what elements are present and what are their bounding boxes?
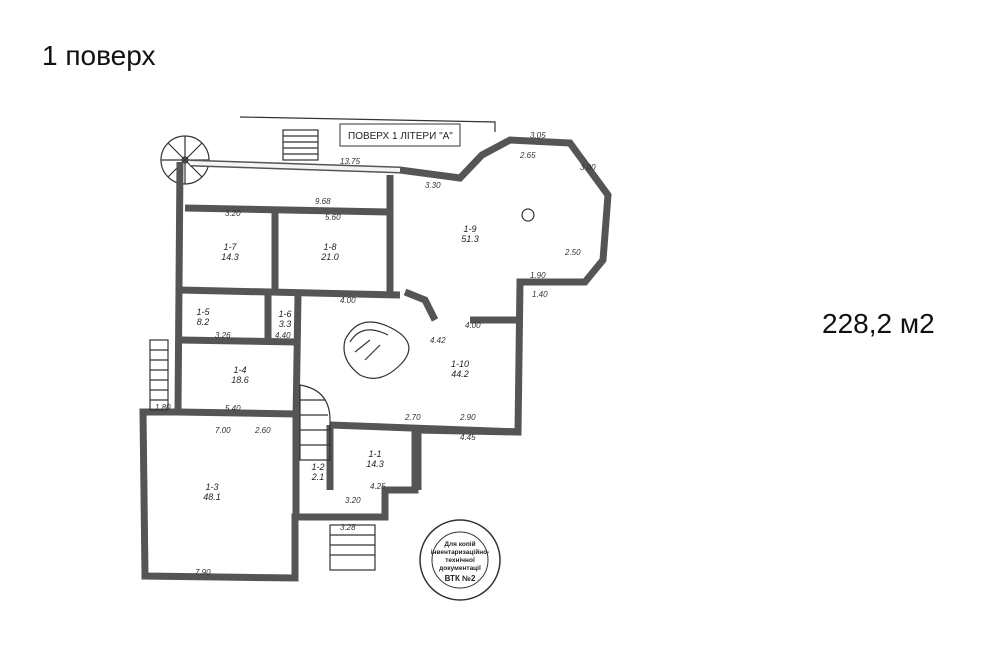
spiral-stair-center-icon — [343, 321, 410, 379]
column-icon — [521, 208, 535, 222]
svg-text:1.40: 1.40 — [532, 290, 548, 299]
svg-text:4.42: 4.42 — [430, 336, 446, 345]
svg-text:4.00: 4.00 — [465, 321, 481, 330]
svg-text:інвентаризаційно-: інвентаризаційно- — [431, 548, 490, 556]
svg-text:документації: документації — [439, 564, 481, 572]
room-area: 14.3 — [366, 459, 384, 469]
svg-text:3.20: 3.20 — [345, 496, 361, 505]
svg-text:13.75: 13.75 — [340, 157, 361, 166]
svg-text:5.60: 5.60 — [325, 213, 341, 222]
stair-top-icon — [282, 129, 319, 161]
dimension-labels: 13.75 9.68 3.20 5.60 3.30 2.65 3.05 3.00… — [155, 131, 596, 577]
svg-text:2.65: 2.65 — [519, 151, 536, 160]
room-area: 14.3 — [221, 252, 239, 262]
room-id: 1-4 — [233, 365, 246, 375]
stair-inner-icon — [299, 384, 331, 461]
svg-text:3.26: 3.26 — [215, 331, 231, 340]
svg-text:2.70: 2.70 — [404, 413, 421, 422]
room-labels: 1-1 14.3 1-2 2.1 1-3 48.1 1-4 18.6 1-5 8… — [196, 224, 478, 502]
room-id: 1-6 — [278, 309, 291, 319]
room-id: 1-9 — [463, 224, 476, 234]
room-id: 1-7 — [223, 242, 237, 252]
stair-left-icon — [149, 339, 169, 411]
svg-text:9.68: 9.68 — [315, 197, 331, 206]
room-id: 1-1 — [368, 449, 381, 459]
room-id: 1-3 — [205, 482, 218, 492]
room-area: 51.3 — [461, 234, 479, 244]
svg-text:7.00: 7.00 — [215, 426, 231, 435]
svg-text:3.30: 3.30 — [425, 181, 441, 190]
svg-text:2.50: 2.50 — [564, 248, 581, 257]
walls — [139, 136, 612, 582]
svg-text:ПОВЕРХ 1 ЛІТЕРИ "А": ПОВЕРХ 1 ЛІТЕРИ "А" — [348, 131, 453, 142]
svg-text:4.25: 4.25 — [370, 482, 386, 491]
svg-text:3.00: 3.00 — [580, 163, 596, 172]
svg-text:1.90: 1.90 — [530, 271, 546, 280]
room-id: 1-5 — [196, 307, 210, 317]
svg-text:2.90: 2.90 — [459, 413, 476, 422]
stamp: Для копій інвентаризаційно- технічної до… — [419, 519, 501, 601]
spiral-stair-icon — [160, 135, 210, 185]
room-id: 1-10 — [451, 359, 469, 369]
svg-text:Для копій: Для копій — [444, 540, 475, 548]
svg-text:3.20: 3.20 — [225, 209, 241, 218]
svg-text:1.80: 1.80 — [155, 403, 171, 412]
room-area: 48.1 — [203, 492, 221, 502]
svg-text:4.40: 4.40 — [275, 331, 291, 340]
total-area: 228,2 м2 — [822, 308, 935, 339]
svg-text:7.90: 7.90 — [195, 568, 211, 577]
svg-text:5.40: 5.40 — [225, 404, 241, 413]
room-id: 1-2 — [311, 462, 324, 472]
svg-text:4.00: 4.00 — [340, 296, 356, 305]
stair-bottom-icon — [329, 524, 376, 571]
room-area: 3.3 — [279, 319, 292, 329]
page-title: 1 поверх — [42, 40, 156, 71]
svg-text:2.60: 2.60 — [254, 426, 271, 435]
svg-text:4.45: 4.45 — [460, 433, 476, 442]
room-area: 2.1 — [311, 472, 325, 482]
room-area: 8.2 — [197, 317, 210, 327]
svg-text:3.28: 3.28 — [340, 523, 356, 532]
room-area: 44.2 — [451, 369, 469, 379]
plan-heading: ПОВЕРХ 1 ЛІТЕРИ "А" — [239, 116, 496, 147]
svg-text:ВТК №2: ВТК №2 — [445, 574, 476, 583]
room-area: 21.0 — [320, 252, 339, 262]
room-area: 18.6 — [231, 375, 249, 385]
svg-text:технічної: технічної — [445, 556, 475, 564]
room-id: 1-8 — [323, 242, 336, 252]
svg-text:3.05: 3.05 — [530, 131, 546, 140]
